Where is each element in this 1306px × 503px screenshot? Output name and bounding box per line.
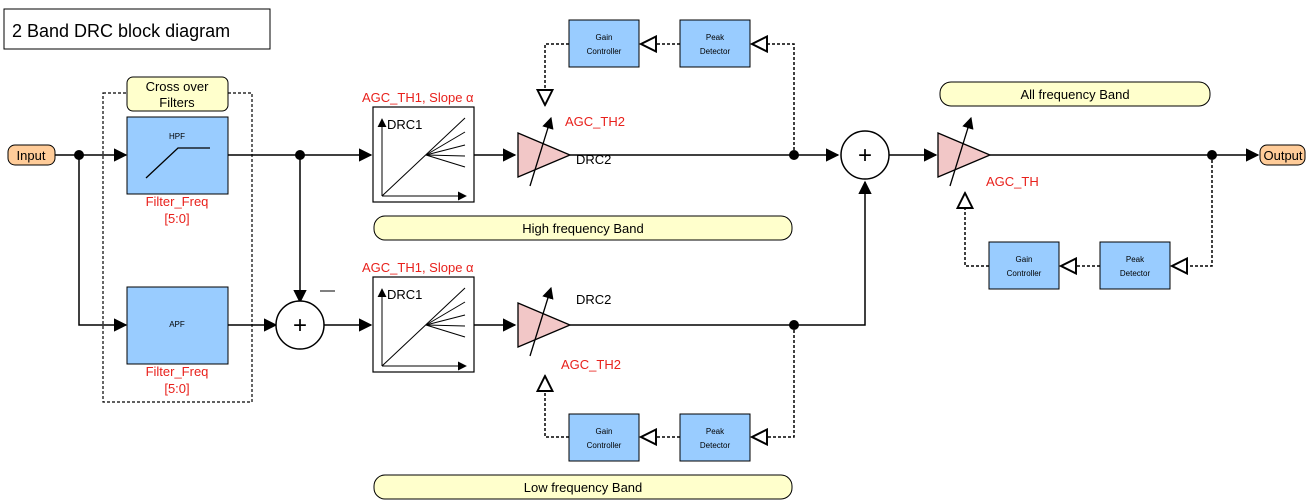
subtractor-plus-sign: + (293, 312, 307, 339)
apf-filter-freq-range: [5:0] (164, 381, 189, 396)
low-gain-controller-line2: Controller (587, 441, 622, 450)
high-drc1-label: DRC1 (387, 117, 422, 132)
hpf-filter-freq-range: [5:0] (164, 211, 189, 226)
crossover-filter-group (102, 92, 253, 403)
output-peak-detector-line1: Peak (1126, 255, 1145, 264)
input-label: Input (17, 148, 46, 163)
all-frequency-band-label: All frequency Band (939, 81, 1211, 107)
output-feedback-path (965, 155, 1213, 266)
low-drc1-block: DRC1 (372, 276, 475, 373)
high-gain-controller-line1: Gain (596, 33, 613, 42)
low-agc-th2-label: AGC_TH2 (561, 357, 621, 372)
minus-sign: — (320, 282, 335, 299)
high-gain-controller: Gain Controller (568, 19, 640, 68)
low-peak-detector-line2: Detector (700, 441, 731, 450)
subtractor-summer: + (275, 300, 325, 350)
output-summer: + (840, 130, 890, 180)
low-gain-controller: Gain Controller (568, 413, 640, 462)
crossover-label: Cross over Filters (126, 76, 229, 112)
high-agc-th1-label: AGC_TH1, Slope α (362, 90, 474, 105)
high-agc-th2-label: AGC_TH2 (565, 114, 625, 129)
low-peak-detector: Peak Detector (679, 413, 751, 462)
high-drc2-label: DRC2 (576, 152, 611, 167)
high-drc2-amplifier (517, 116, 572, 187)
low-drc2-amplifier (517, 286, 572, 357)
low-agc-th1-label: AGC_TH1, Slope α (362, 260, 474, 275)
all-band-label-text: All frequency Band (1020, 87, 1129, 102)
hpf-filter-freq: Filter_Freq (146, 194, 209, 209)
output-gain-controller-line1: Gain (1016, 255, 1033, 264)
output-gain-controller-line2: Controller (1007, 269, 1042, 278)
title-box: 2 Band DRC block diagram (3, 8, 271, 50)
low-frequency-band-label: Low frequency Band (373, 474, 793, 500)
output-peak-detector: Peak Detector (1099, 241, 1171, 290)
hpf-block: HPF (126, 116, 229, 195)
output-summer-plus-sign: + (858, 142, 872, 169)
low-drc2-label: DRC2 (576, 292, 611, 307)
high-gain-controller-line2: Controller (587, 47, 622, 56)
diagram-title: 2 Band DRC block diagram (12, 21, 230, 41)
output-peak-detector-line2: Detector (1120, 269, 1151, 278)
crossover-label-line2: Filters (159, 95, 195, 110)
low-gain-controller-line1: Gain (596, 427, 613, 436)
output-terminal: Output (1259, 144, 1306, 166)
high-feedback-path (545, 44, 795, 155)
low-peak-detector-line1: Peak (706, 427, 725, 436)
output-agc-amplifier (937, 116, 992, 187)
crossover-label-line1: Cross over (146, 79, 210, 94)
low-band-label-text: Low frequency Band (524, 480, 643, 495)
high-drc1-block: DRC1 (372, 106, 475, 203)
output-agc-th-label: AGC_TH (986, 174, 1039, 189)
high-peak-detector-line2: Detector (700, 47, 731, 56)
apf-block: APF (126, 286, 229, 365)
output-label: Output (1263, 148, 1302, 163)
high-frequency-band-label: High frequency Band (373, 215, 793, 241)
high-band-label-text: High frequency Band (522, 221, 643, 236)
high-peak-detector-line1: Peak (706, 33, 725, 42)
low-feedback-path (545, 325, 795, 437)
apf-filter-freq: Filter_Freq (146, 364, 209, 379)
output-gain-controller: Gain Controller (988, 241, 1060, 290)
low-drc1-label: DRC1 (387, 287, 422, 302)
high-peak-detector: Peak Detector (679, 19, 751, 68)
input-terminal: Input (7, 144, 56, 166)
apf-label: APF (169, 320, 185, 329)
hpf-label: HPF (169, 132, 185, 141)
